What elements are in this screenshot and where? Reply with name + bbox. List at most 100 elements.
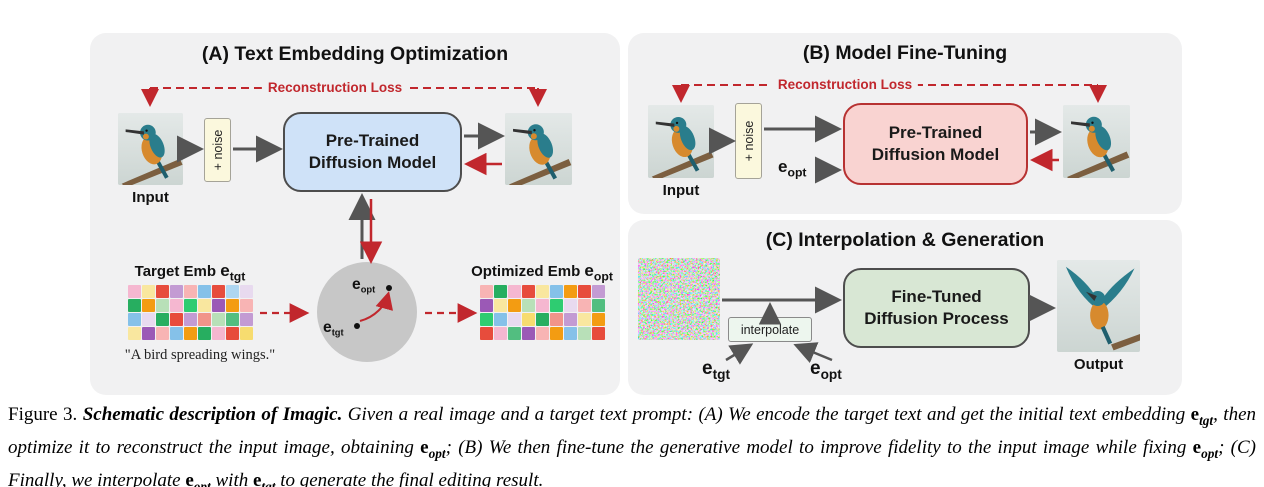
embedding-cell xyxy=(536,313,549,326)
embedding-cell xyxy=(508,327,521,340)
output-bird-image xyxy=(1057,260,1140,352)
embedding-cell xyxy=(578,313,591,326)
embedding-cell xyxy=(480,327,493,340)
target-emb-label: Target Emb etgt xyxy=(134,261,246,284)
embedding-cell xyxy=(128,327,141,340)
model-label-line2: Diffusion Process xyxy=(864,309,1009,328)
embedding-cell xyxy=(128,299,141,312)
embedding-cell xyxy=(212,285,225,298)
figure-number: Figure 3. xyxy=(8,404,78,425)
embedding-cell xyxy=(550,313,563,326)
embedding-cell xyxy=(170,285,183,298)
panel-b-noise-label: + noise xyxy=(741,120,756,162)
panel-a-text-embedding-optimization: (A) Text Embedding Optimization xyxy=(90,33,620,395)
panel-b-reconstruction-loss-label: Reconstruction Loss xyxy=(771,77,919,92)
panel-b-eopt-label: eopt xyxy=(778,157,807,180)
embedding-cell xyxy=(226,285,239,298)
embedding-cell xyxy=(212,327,225,340)
panel-a-reconstructed-bird-image xyxy=(505,113,572,185)
panel-b-title: (B) Model Fine-Tuning xyxy=(802,42,1008,64)
embedding-cell xyxy=(240,299,253,312)
panel-b-noise-box: + noise xyxy=(735,103,762,179)
target-text-prompt: "A bird spreading wings." xyxy=(124,347,276,363)
embedding-cell xyxy=(142,313,155,326)
embedding-cell xyxy=(226,313,239,326)
embedding-cell xyxy=(226,299,239,312)
embedding-cell xyxy=(592,299,605,312)
embedding-cell xyxy=(592,313,605,326)
embedding-cell xyxy=(128,285,141,298)
embedding-cell xyxy=(156,327,169,340)
panel-b-input-label: Input xyxy=(662,182,700,199)
panel-b-model-fine-tuning: (B) Model Fine-Tuning Reconstruction Los… xyxy=(628,33,1182,214)
panel-b-pretrained-diffusion-model-box: Pre-Trained Diffusion Model xyxy=(843,103,1028,185)
embedding-cell xyxy=(198,299,211,312)
optimized-emb-label: Optimized Emb eopt xyxy=(471,261,613,284)
embedding-cell xyxy=(156,299,169,312)
embedding-cell xyxy=(142,285,155,298)
output-label: Output xyxy=(1073,356,1124,373)
embedding-cell xyxy=(550,327,563,340)
embedding-cell xyxy=(564,327,577,340)
embedding-cell xyxy=(578,285,591,298)
embedding-cell xyxy=(550,299,563,312)
embedding-cell xyxy=(480,313,493,326)
model-label-line2: Diffusion Model xyxy=(871,145,1000,164)
embedding-cell xyxy=(240,285,253,298)
embedding-cell xyxy=(480,285,493,298)
interpolate-label: interpolate xyxy=(740,322,800,337)
embedding-cell xyxy=(480,299,493,312)
embedding-cell xyxy=(212,313,225,326)
embedding-cell xyxy=(536,299,549,312)
embedding-cell xyxy=(184,313,197,326)
embedding-cell xyxy=(240,313,253,326)
embedding-cell xyxy=(578,327,591,340)
embedding-cell xyxy=(494,285,507,298)
optimized-embedding-grid xyxy=(480,285,605,340)
embedding-cell xyxy=(226,327,239,340)
embedding-cell xyxy=(184,299,197,312)
embedding-cell xyxy=(578,299,591,312)
embedding-cell xyxy=(198,313,211,326)
embedding-cell xyxy=(592,285,605,298)
embedding-cell xyxy=(184,327,197,340)
embedding-cell xyxy=(564,313,577,326)
panel-b-input-bird-image xyxy=(648,105,714,178)
embedding-cell xyxy=(156,313,169,326)
embedding-cell xyxy=(522,313,535,326)
embedding-cell xyxy=(564,299,577,312)
embedding-cell xyxy=(240,327,253,340)
embedding-cell xyxy=(170,299,183,312)
panel-c-interpolation-generation: (C) Interpolation & Generation xyxy=(628,220,1182,395)
embedding-cell xyxy=(212,299,225,312)
embedding-cell xyxy=(128,313,141,326)
embedding-cell xyxy=(156,285,169,298)
model-label-line2: Diffusion Model xyxy=(308,153,437,172)
panel-c-title: (C) Interpolation & Generation xyxy=(765,229,1045,251)
embedding-cell xyxy=(522,285,535,298)
embedding-cell xyxy=(508,299,521,312)
embedding-cell xyxy=(564,285,577,298)
model-label-line1: Pre-Trained xyxy=(888,122,983,142)
embedding-cell xyxy=(184,285,197,298)
panel-a-input-bird-image xyxy=(118,113,183,185)
panel-b-reconstructed-bird-image xyxy=(1063,105,1130,178)
embedding-cell xyxy=(522,299,535,312)
panel-c-etgt-label: etgt xyxy=(702,358,731,382)
embedding-cell xyxy=(170,313,183,326)
embedding-cell xyxy=(550,285,563,298)
panel-a-noise-box: + noise xyxy=(204,118,231,182)
interpolate-box: interpolate xyxy=(728,317,812,342)
model-label-line1: Fine-Tuned xyxy=(891,286,982,306)
panel-a-reconstruction-loss-label: Reconstruction Loss xyxy=(261,80,409,95)
embedding-cell xyxy=(522,327,535,340)
embedding-cell xyxy=(494,299,507,312)
eopt-point-label: eopt xyxy=(352,276,376,295)
fine-tuned-diffusion-process-box: Fine-Tuned Diffusion Process xyxy=(843,268,1030,348)
embedding-cell xyxy=(198,285,211,298)
random-noise-image xyxy=(638,258,720,340)
figure-caption: Figure 3. Schematic description of Imagi… xyxy=(8,404,1257,487)
embedding-cell xyxy=(536,327,549,340)
embedding-cell xyxy=(494,313,507,326)
